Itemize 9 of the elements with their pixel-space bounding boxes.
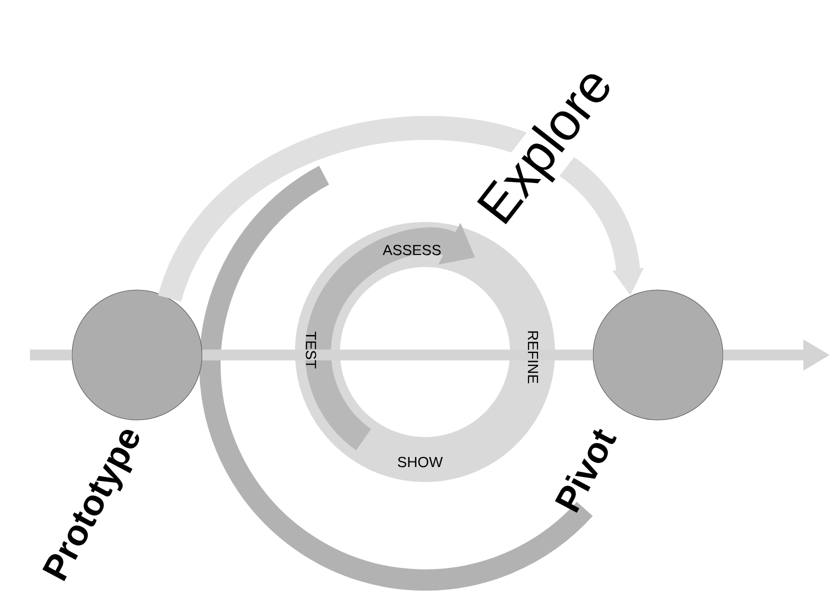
- line: [202, 350, 593, 360]
- ring-label: TEST: [306, 332, 316, 368]
- line: [30, 350, 72, 360]
- circle: [592, 290, 724, 420]
- ring-label: ASSESS: [382, 244, 441, 256]
- ring-label: REFINE: [528, 331, 538, 384]
- arrow: [158, 116, 644, 304]
- circle: [72, 290, 202, 420]
- ring-label: SHOW: [398, 456, 443, 468]
